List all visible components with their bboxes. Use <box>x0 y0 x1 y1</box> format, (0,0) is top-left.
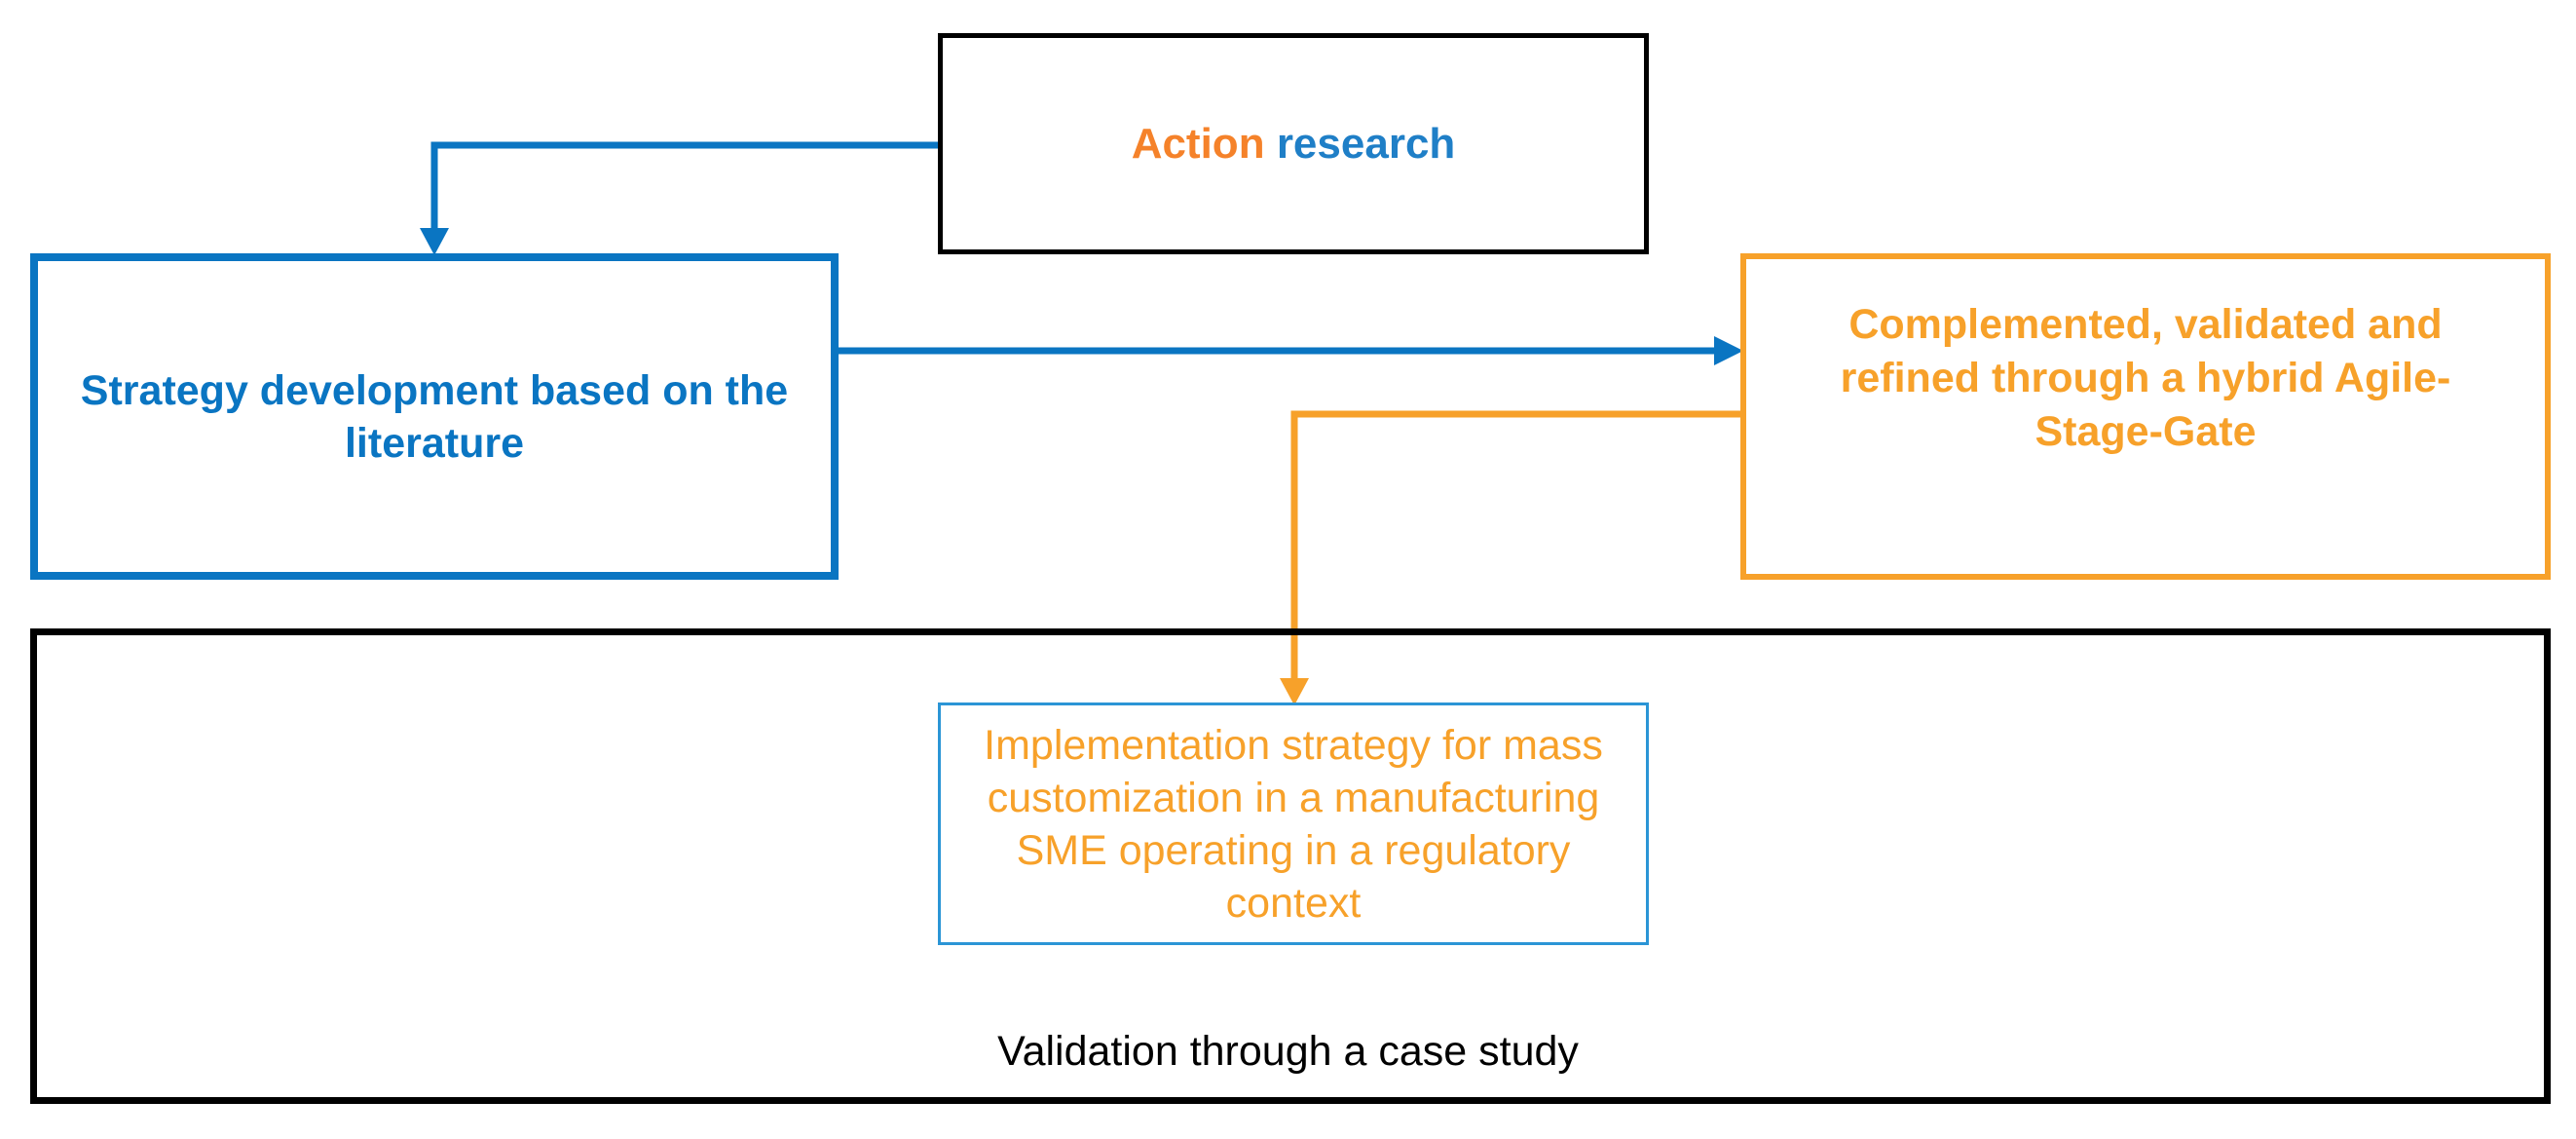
implementation-strategy-label: Implementation strategy for mass customi… <box>984 721 1603 927</box>
strategy-development-box: Strategy development based on the litera… <box>30 253 839 580</box>
arrow-action-to-strategy <box>430 141 938 230</box>
action-word: Action <box>1131 119 1265 168</box>
validation-case-study-label: Validation through a case study <box>997 1028 1579 1075</box>
arrowhead-strategy-to-complemented <box>1714 336 1743 365</box>
complemented-validated-refined-label: Complemented, validated and refined thro… <box>1840 301 2451 455</box>
validation-case-study-box <box>30 628 2551 1104</box>
arrowhead-action-to-strategy <box>420 228 449 255</box>
action-research-box: Action research <box>938 33 1649 254</box>
implementation-strategy-box: Implementation strategy for mass customi… <box>938 702 1649 945</box>
action-research-title: Action research <box>1132 120 1456 169</box>
research-word: research <box>1276 119 1456 168</box>
complemented-validated-refined-box: Complemented, validated and refined thro… <box>1740 253 2551 580</box>
strategy-development-label: Strategy development based on the litera… <box>80 366 789 467</box>
